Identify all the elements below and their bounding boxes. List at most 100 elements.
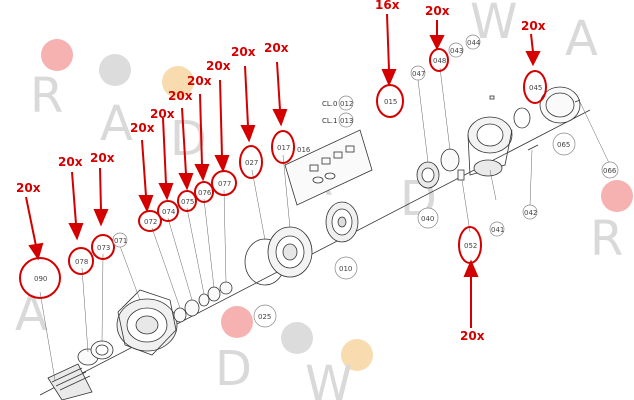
part-label: 073 [97,244,110,252]
part-label: 075 [181,198,194,206]
label-circle [338,95,354,111]
watermark-dot-gray [99,54,131,86]
part-label: 074 [162,208,176,216]
qty-label: 20x [264,41,289,55]
part-label: 045 [529,84,542,92]
highlight-circle [68,247,94,275]
label-circle [465,34,481,50]
part-label: 072 [144,218,157,226]
part-label: 017 [277,144,290,152]
label-circle [410,65,426,81]
highlight-circle [157,200,179,222]
highlight-circle [523,70,547,104]
highlight-circle [271,130,295,164]
ring-part [173,307,187,323]
watermark-letters: R A D W A R D R A D W [15,0,623,400]
highlight-circle [376,84,404,118]
part-label: 041 [491,226,504,234]
qty-label: 20x [425,4,450,18]
part-label: 013 [340,117,353,125]
part-label: 010 [339,265,352,273]
highlight-circle [91,234,115,260]
part-label: 047 [412,70,425,78]
end-cover-part [539,86,581,124]
qty-label: 20x [168,89,193,103]
watermark-letter: A [15,286,48,342]
watermark-dot-orange [162,66,194,98]
highlight-circle [194,181,214,203]
o-ring-part [513,107,531,129]
label-circle [112,232,128,248]
watermark-letter: A [100,96,133,152]
watermark-letter: R [590,211,623,267]
ring-part [219,281,233,295]
part-number-labels: 090 078 073 071 072 074 075 076 077 027 … [34,39,617,321]
bearing-inner [95,344,109,356]
part-label: 042 [524,209,537,217]
qty-label: 20x [130,121,155,135]
quantity-labels: 20x 20x 20x 20x 20x 20x 20x 20x 20x 20x … [16,0,546,343]
mechanical-parts [47,86,581,400]
gear-part [416,161,440,189]
highlight-circle [177,190,197,212]
highlight-circle [138,210,162,232]
qty-label: 20x [521,19,546,33]
gear-assembly-part [244,226,313,286]
shaft-part [47,363,93,400]
qty-label: 20x [460,329,485,343]
part-label: 048 [433,57,446,65]
flange-part [116,289,178,356]
qty-label: 20x [206,59,231,73]
watermark-letter: D [215,341,252,397]
leader-lines [39,67,611,381]
part-label: 015 [384,98,397,106]
ring-part [207,286,221,302]
watermark-dot-orange [341,339,373,371]
ring-part [198,293,210,307]
part-label: 077 [218,180,231,188]
highlight-circle [239,145,263,179]
screw-part [527,144,539,151]
label-circle [448,42,464,58]
plain-label-circles [112,34,619,328]
part-label: 040 [421,215,434,223]
part-label: 043 [450,47,463,55]
label-circle [417,207,439,229]
watermark-dot-red [221,306,253,338]
qty-label: 20x [187,74,212,88]
part-label: 090 [34,275,47,283]
label-circle [601,161,619,179]
part-label: 078 [75,258,88,266]
qty-label: 16x [375,0,400,12]
qty-label: 20x [231,45,256,59]
distributor-part [325,201,359,243]
label-circle [489,221,505,237]
part-label: 025 [258,313,271,321]
spring-part [457,169,465,181]
qty-label: 20x [150,107,175,121]
screw-part [574,99,581,103]
pin-part [489,95,495,100]
watermark-dots [41,39,633,371]
part-label: 012 [340,100,353,108]
label-circle [334,256,358,280]
highlight-circle [211,170,237,196]
qty-label: 20x [16,181,41,195]
watermark-dot-gray [281,322,313,354]
cl1-label: CL.1 [322,117,337,125]
label-circle [552,132,576,156]
highlight-circle [458,226,482,264]
cl0-label: CL.0 [322,100,337,108]
watermark-letter: W [305,356,352,400]
part-label: 052 [464,242,477,250]
watermark-letter: A [565,11,598,67]
ring-part [184,299,200,317]
part-label: 027 [245,159,258,167]
part-label: 044 [467,39,481,47]
watermark-dot-red [41,39,73,71]
label-circle [253,304,277,328]
part-label: 066 [603,167,617,175]
red-arrows [25,13,541,328]
